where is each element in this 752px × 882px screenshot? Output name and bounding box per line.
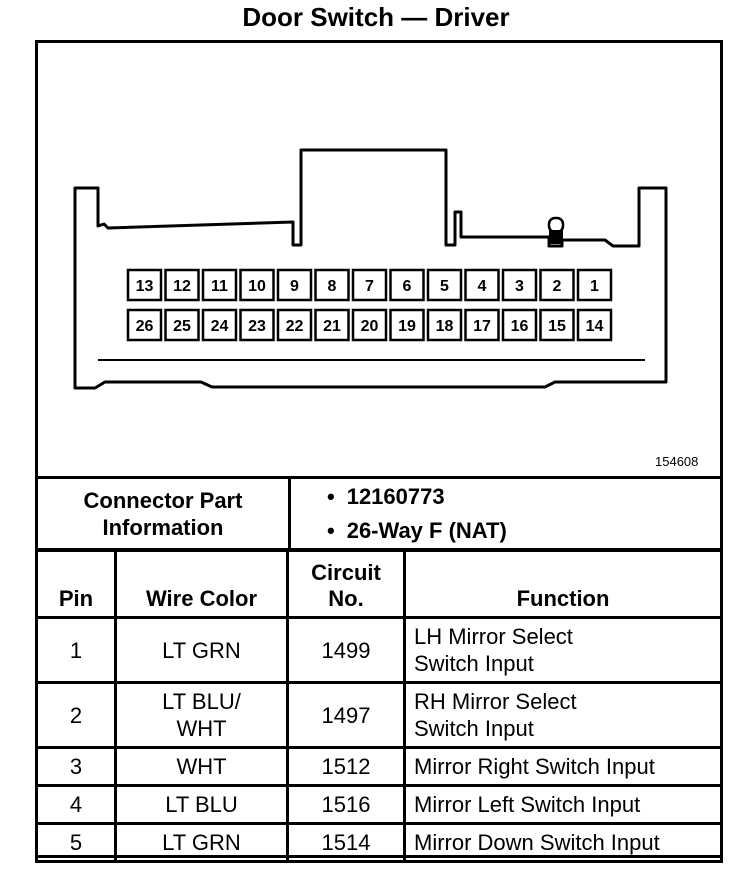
circuit-cell: 1499 xyxy=(286,616,406,684)
pin-cavity xyxy=(351,268,388,302)
pin-cavity xyxy=(576,308,613,342)
wire-color-cell: LT BLU/WHT xyxy=(114,681,289,749)
connector-type: 26-Way F (NAT) xyxy=(327,514,719,548)
pin-cavity xyxy=(464,268,500,302)
pin-label: 4 xyxy=(478,278,487,295)
wire-color-cell: LT GRN xyxy=(114,822,289,863)
circuit-cell: 1497 xyxy=(286,681,406,749)
pin-label: 18 xyxy=(436,318,454,335)
latch-key xyxy=(547,216,565,234)
pin-label: 19 xyxy=(398,318,416,335)
pin-cell: 2 xyxy=(35,681,117,749)
pin-label: 24 xyxy=(211,318,229,335)
circuit-cell: 1516 xyxy=(286,784,406,825)
pin-label: 23 xyxy=(248,318,266,335)
pin-cavity xyxy=(314,268,350,302)
pin-label: 2 xyxy=(553,278,562,295)
function-cell: Mirror Left Switch Input xyxy=(403,784,723,825)
circuit-cell: 1514 xyxy=(286,822,406,863)
part-number: 12160773 xyxy=(327,480,719,514)
pin-cavity xyxy=(351,308,388,342)
header-function: Function xyxy=(403,548,723,619)
diagram-reference-number: 154608 xyxy=(655,454,699,469)
pin-cavity xyxy=(276,268,313,302)
pin-cavity xyxy=(539,268,575,302)
pin-label: 15 xyxy=(548,318,566,335)
pin-label: 5 xyxy=(440,278,449,295)
pin-label: 9 xyxy=(290,278,299,295)
wire-color-cell: WHT xyxy=(114,746,289,787)
pin-cavity xyxy=(464,308,500,342)
pin-cell: 1 xyxy=(35,616,117,684)
pin-row-bottom: 26 25 24 23 22 21 20 19 18 17 16 15 14 xyxy=(126,308,613,342)
wire-color-cell: LT BLU xyxy=(114,784,289,825)
pin-label: 3 xyxy=(515,278,524,295)
pin-cavity xyxy=(201,308,238,342)
pin-label: 26 xyxy=(136,318,154,335)
pin-cavity xyxy=(426,308,463,342)
pin-label: 22 xyxy=(286,318,304,335)
pin-label: 16 xyxy=(511,318,529,335)
pin-cavity xyxy=(276,308,313,342)
connector-part-information: Connector Part Information 12160773 26-W… xyxy=(35,476,723,552)
pin-label: 21 xyxy=(323,318,341,335)
pin-cavity xyxy=(126,308,163,342)
pin-cavity xyxy=(426,268,463,302)
pin-cavity xyxy=(501,308,538,342)
pin-cavity xyxy=(239,268,275,302)
pin-label: 11 xyxy=(211,278,228,295)
connector-part-label: Connector Part Information xyxy=(35,476,291,552)
pin-cell: 4 xyxy=(35,784,117,825)
pin-label: 12 xyxy=(173,278,191,295)
pin-label: 6 xyxy=(403,278,412,295)
latch-key-block xyxy=(549,230,563,244)
pin-row-top: 13 12 11 10 9 8 7 6 5 4 3 2 1 xyxy=(126,268,613,302)
pin-label: 20 xyxy=(361,318,379,335)
pin-table-header: Pin Wire Color Circuit No. Function xyxy=(35,548,723,619)
pin-label: 25 xyxy=(173,318,191,335)
pin-cavity xyxy=(126,268,163,302)
pin-cavity xyxy=(164,268,200,302)
connector-part-bullets: 12160773 26-Way F (NAT) xyxy=(288,476,723,552)
wire-color-cell: LT GRN xyxy=(114,616,289,684)
header-pin: Pin xyxy=(35,548,117,619)
pin-cavity xyxy=(201,268,238,302)
pin-cavity xyxy=(314,308,350,342)
pin-cavity xyxy=(389,308,425,342)
pin-cavity xyxy=(501,268,538,302)
pin-cell: 3 xyxy=(35,746,117,787)
pin-label: 7 xyxy=(365,278,374,295)
pin-label: 1 xyxy=(590,278,599,295)
pin-cavity xyxy=(164,308,200,342)
page-title: Door Switch — Driver xyxy=(242,2,510,32)
pin-cavity xyxy=(239,308,275,342)
pin-label: 8 xyxy=(328,278,337,295)
pin-cavity xyxy=(576,268,613,302)
pin-label: 17 xyxy=(473,318,491,335)
function-cell: Mirror Down Switch Input xyxy=(403,822,723,863)
pin-label: 14 xyxy=(586,318,604,335)
function-cell: Mirror Right Switch Input xyxy=(403,746,723,787)
pin-label: 13 xyxy=(136,278,154,295)
pin-cell: 5 xyxy=(35,822,117,863)
header-circuit: Circuit No. xyxy=(286,548,406,619)
circuit-cell: 1512 xyxy=(286,746,406,787)
pin-label: 10 xyxy=(248,278,266,295)
header-wire-color: Wire Color xyxy=(114,548,289,619)
pin-cavity xyxy=(389,268,425,302)
pin-cavity xyxy=(539,308,575,342)
